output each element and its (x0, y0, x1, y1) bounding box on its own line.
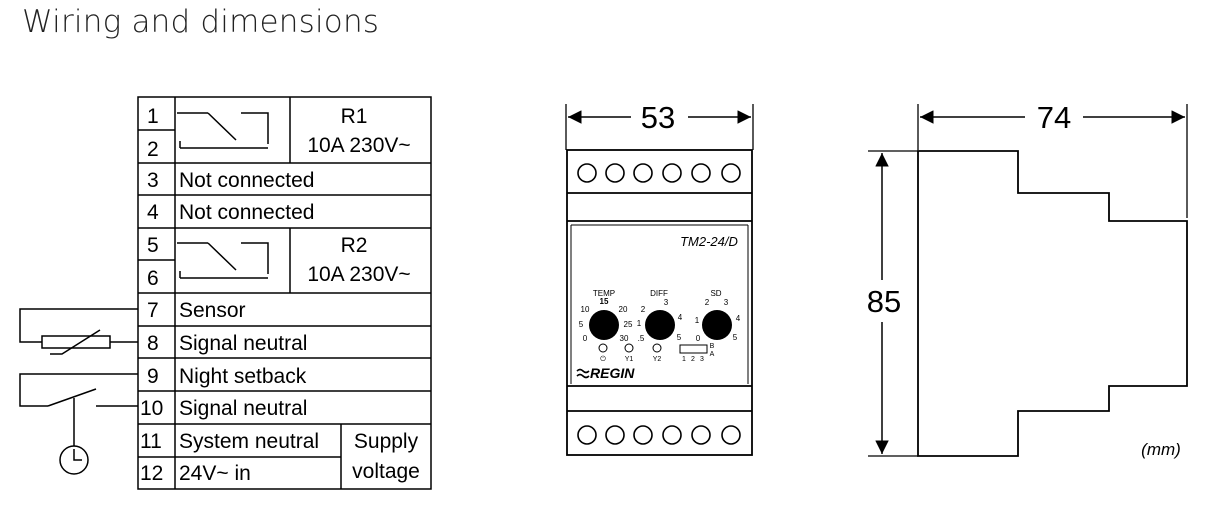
width-dimension: 53 (641, 100, 675, 135)
scale-mark: 5 (733, 333, 738, 342)
scale-mark: 0 (696, 334, 701, 343)
relay-name: R2 (341, 234, 368, 257)
terminal-number: 12 (140, 462, 163, 485)
scale-mark: 3 (664, 298, 669, 307)
unit-label: (mm) (1141, 440, 1181, 459)
sensor-wiring (19, 308, 138, 355)
terminal-labels: Not connected Not connected Sensor Signa… (179, 169, 319, 485)
scale-mark: 4 (736, 314, 741, 323)
terminal-label: Signal neutral (179, 397, 307, 420)
scale-mark: 0 (583, 334, 588, 343)
terminal-label: 24V~ in (179, 462, 251, 485)
scale-mark: 20 (619, 305, 628, 314)
relay-rating: 10A 230V~ (307, 134, 410, 157)
scale-mark: 25 (624, 320, 633, 329)
knob-label: TEMP (593, 289, 615, 298)
knob-label: DIFF (650, 289, 668, 298)
led-label: Y1 (625, 356, 634, 363)
terminal-number: 1 (147, 105, 159, 128)
supply-label: voltage (352, 460, 420, 483)
scale-mark: 5 (579, 320, 584, 329)
led-label: Y2 (653, 356, 662, 363)
scale-mark: 1 (637, 319, 642, 328)
knob-icon (589, 310, 732, 340)
regin-logo: REGIN (576, 365, 635, 381)
terminal-numbers: 1 2 3 4 5 6 7 8 9 10 11 12 (140, 105, 163, 485)
relay-rating: 10A 230V~ (307, 263, 410, 286)
scale-mark: 2 (641, 305, 646, 314)
led-icon (598, 343, 662, 353)
switch-label: 3 (700, 356, 704, 363)
switch-label: A (710, 351, 715, 358)
scale-mark: .5 (638, 334, 645, 343)
terminal-label: Not connected (179, 201, 314, 224)
terminal-number: 5 (147, 234, 159, 257)
width-dimension: 74 (1037, 100, 1071, 135)
terminal-number: 2 (147, 138, 159, 161)
terminal-table (137, 96, 432, 490)
scale-mark: 1 (695, 316, 700, 325)
side-profile-outline (917, 150, 1188, 457)
scale-mark: 30 (620, 334, 629, 343)
terminal-number: 7 (147, 299, 159, 322)
knob-label: SD (710, 289, 721, 298)
switch-label: B (710, 343, 715, 350)
terminal-number: 8 (147, 332, 159, 355)
dip-switch-icon (679, 344, 708, 354)
front-view: 53 TM2-24/D TEMP DIFF SD (565, 100, 754, 456)
side-view: 74 85 (mm) (867, 100, 1188, 459)
scale-mark: 3 (724, 298, 729, 307)
terminal-number: 4 (147, 201, 159, 224)
terminal-label: System neutral (179, 430, 319, 453)
scale-mark: 4 (678, 313, 683, 322)
terminal-label: Sensor (179, 299, 246, 322)
switch-label: 2 (691, 356, 695, 363)
relay-contact-icon (177, 242, 269, 279)
switch-label: 1 (682, 356, 686, 363)
page-title: Wiring and dimensions (22, 4, 380, 40)
height-dimension: 85 (867, 284, 901, 319)
power-icon: ⏻ (600, 355, 606, 363)
relay-name: R1 (341, 105, 368, 128)
scale-mark: 10 (581, 305, 590, 314)
terminal-number: 10 (140, 397, 163, 420)
scale-mark: 2 (705, 298, 710, 307)
relay-contact-icon (177, 112, 269, 149)
terminal-label: Not connected (179, 169, 314, 192)
terminal-number: 11 (140, 430, 162, 453)
supply-label: Supply (354, 430, 419, 453)
scale-mark: 15 (600, 297, 609, 306)
terminal-screw-icon (577, 163, 741, 445)
scale-mark: 5 (677, 333, 682, 342)
terminal-number: 9 (147, 365, 159, 388)
terminal-number: 3 (147, 169, 159, 192)
model-label: TM2-24/D (680, 234, 738, 249)
svg-text:REGIN: REGIN (590, 365, 635, 381)
terminal-number: 6 (147, 267, 159, 290)
night-setback-switch (19, 373, 138, 475)
terminal-label: Signal neutral (179, 332, 307, 355)
terminal-label: Night setback (179, 365, 307, 388)
